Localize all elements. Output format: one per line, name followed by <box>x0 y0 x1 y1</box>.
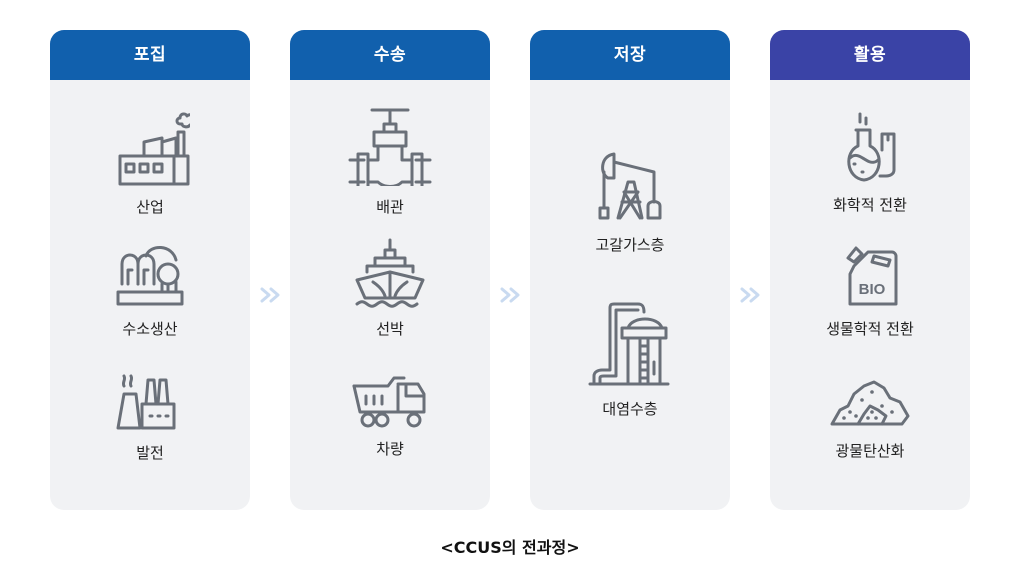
stage-item: 고갈가스층 <box>530 152 730 255</box>
item-label: 고갈가스층 <box>595 236 665 254</box>
item-label: 생물학적 전환 <box>826 320 914 338</box>
item-label: 발전 <box>136 444 164 462</box>
item-label: 광물탄산화 <box>835 442 905 460</box>
double-chevron-right-icon <box>500 287 520 303</box>
double-chevron-right-icon <box>260 287 280 303</box>
ship-icon <box>355 238 425 308</box>
pumpjack-icon <box>598 152 662 220</box>
stage-item: 산업 <box>50 102 250 217</box>
bio-label: BIO <box>859 281 886 298</box>
item-label: 산업 <box>136 198 164 216</box>
stage-item: 차량 <box>290 376 490 459</box>
refinery-tower-icon <box>588 302 670 386</box>
hydrogen-plant-icon <box>116 246 184 306</box>
item-label: 수소생산 <box>122 320 178 338</box>
item-label: 배관 <box>376 198 404 216</box>
stage-item: 대염수층 <box>530 302 730 419</box>
stage-item: 선박 <box>290 238 490 339</box>
stage-item: 화학적 전환 <box>770 112 970 215</box>
item-label: 화학적 전환 <box>833 196 907 214</box>
stage-card-transport: 수송 배관 선박 <box>290 30 490 510</box>
stage-title: 활용 <box>770 30 970 80</box>
stage-item: BIO 생물학적 전환 <box>770 244 970 339</box>
mineral-pile-icon <box>830 380 910 426</box>
stage-item: 발전 <box>50 364 250 463</box>
diagram-caption: <CCUS의 전과정> <box>440 538 580 557</box>
factory-icon <box>118 112 190 186</box>
pipeline-valve-icon <box>348 108 432 186</box>
stage-title: 수송 <box>290 30 490 80</box>
item-label: 차량 <box>376 440 404 458</box>
stage-item: 수소생산 <box>50 242 250 339</box>
stage-card-utilization: 활용 화학적 전환 BIO 생물학적 전환 <box>770 30 970 510</box>
bio-canister-icon: BIO <box>846 246 898 306</box>
flask-icon <box>847 112 896 182</box>
dump-truck-icon <box>352 376 426 428</box>
stage-title: 저장 <box>530 30 730 80</box>
stage-card-capture: 포집 산업 수소생산 <box>50 30 250 510</box>
item-label: 대염수층 <box>602 400 658 418</box>
power-plant-icon <box>116 374 176 430</box>
stage-card-storage: 저장 고갈가스층 <box>530 30 730 510</box>
stage-item: 배관 <box>290 108 490 217</box>
stage-title: 포집 <box>50 30 250 80</box>
double-chevron-right-icon <box>740 287 760 303</box>
item-label: 선박 <box>376 320 404 338</box>
stage-item: 광물탄산화 <box>770 376 970 461</box>
